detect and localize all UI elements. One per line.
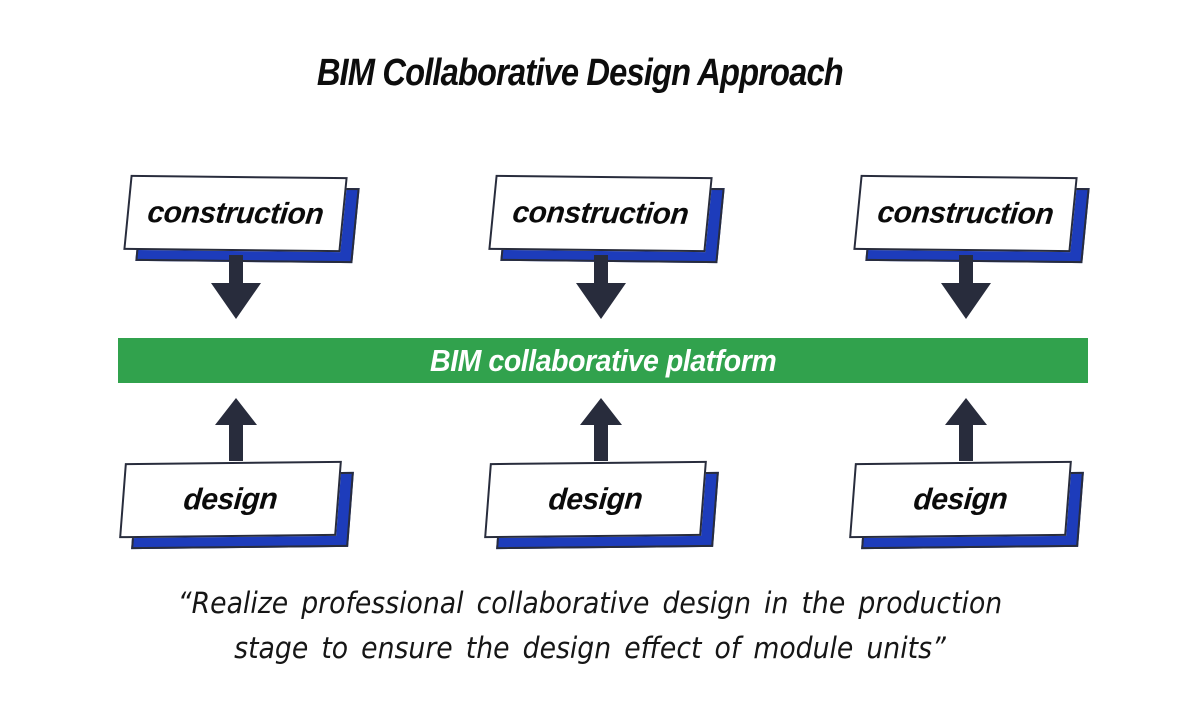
box-face: design — [119, 460, 342, 539]
column-2: construction design — [484, 174, 725, 550]
down-arrow-icon — [210, 255, 261, 319]
bim-platform-bar: BIM collaborative platform — [118, 338, 1088, 383]
design-box: design — [484, 460, 719, 550]
design-box: design — [849, 460, 1084, 550]
design-label: design — [912, 481, 1009, 517]
up-arrow-icon — [579, 398, 622, 461]
design-box: design — [119, 460, 354, 550]
construction-box: construction — [488, 174, 725, 264]
box-face: design — [484, 460, 707, 539]
quote-line-1: “Realize professional collaborative desi… — [177, 586, 1003, 620]
quote-block: “Realize professional collaborative desi… — [0, 581, 1180, 671]
construction-box: construction — [123, 174, 360, 264]
up-arrow-icon — [944, 398, 987, 461]
page-title-text: BIM Collaborative Design Approach — [316, 52, 844, 94]
box-face: construction — [123, 174, 348, 253]
construction-label: construction — [146, 195, 325, 231]
box-face: construction — [853, 174, 1078, 253]
construction-box: construction — [853, 174, 1090, 264]
quote-line-2: stage to ensure the design effect of mod… — [234, 631, 946, 665]
up-arrow-icon — [214, 398, 257, 461]
construction-label: construction — [511, 195, 690, 231]
construction-label: construction — [876, 195, 1055, 231]
bim-platform-label: BIM collaborative platform — [429, 342, 777, 378]
design-label: design — [182, 481, 279, 517]
page-title: BIM Collaborative Design Approach — [0, 52, 1160, 95]
down-arrow-icon — [575, 255, 626, 319]
box-face: construction — [488, 174, 713, 253]
down-arrow-icon — [940, 255, 991, 319]
design-label: design — [547, 481, 644, 517]
column-3: construction design — [849, 174, 1090, 550]
column-1: construction design — [119, 174, 360, 550]
box-face: design — [849, 460, 1072, 539]
